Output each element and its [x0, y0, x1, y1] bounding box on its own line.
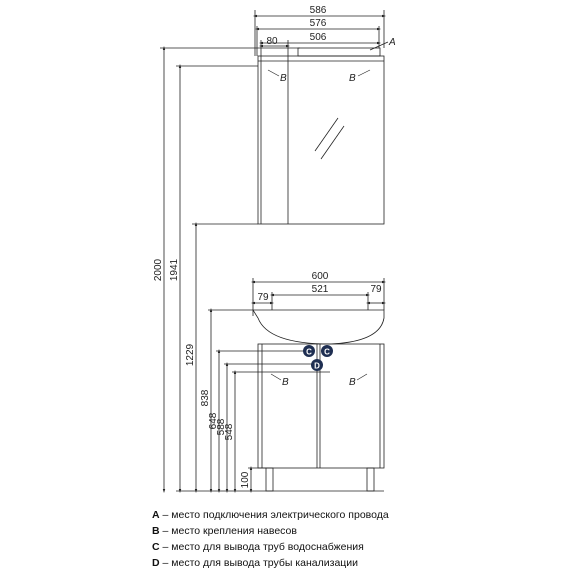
marker-b-vanity-left: B: [282, 377, 289, 388]
mirror-reflection: [314, 117, 345, 160]
vanity-leg-left: [265, 467, 274, 492]
dim-height-mirror-bottom: 1229: [185, 343, 196, 366]
legend: A – место подключения электрического про…: [152, 507, 552, 571]
dim-height-total: 2000: [153, 258, 164, 281]
dim-height-c-lower: 548: [224, 423, 235, 440]
dim-mirror-total: 586: [310, 5, 327, 16]
dim-height-legs: 100: [240, 471, 251, 488]
marker-d: D: [311, 359, 323, 371]
marker-c-left: C: [303, 345, 315, 357]
vanity-leg-right: [366, 467, 375, 492]
legend-row-d: D – место для вывода трубы канализации: [152, 557, 359, 569]
marker-c-right: C: [321, 345, 333, 357]
mirror-lamp: [297, 47, 381, 57]
marker-a-leader: [369, 41, 389, 51]
dim-height-d: 588: [216, 418, 227, 435]
dim-height-vanity-top: 838: [200, 389, 211, 406]
legend-row-c: C – место для вывода труб водоснабжения: [152, 541, 364, 553]
marker-b-vanity-right: B: [349, 377, 356, 388]
legend-row-b: B – место крепления навесов: [152, 525, 297, 537]
marker-b-mirror-right: B: [349, 73, 356, 84]
dim-vanity-right: 79: [370, 284, 382, 295]
height-dims: [160, 46, 330, 493]
mirror-cabinet-body: [257, 55, 385, 225]
dim-mirror-shelf: 80: [266, 36, 278, 47]
legend-row-a: A – место подключения электрического про…: [152, 509, 389, 521]
svg-text:C: C: [324, 348, 330, 357]
vanity-cabinet-body: [257, 343, 385, 469]
marker-a-label: A: [388, 37, 396, 48]
marker-b-mirror-left: B: [280, 73, 287, 84]
dim-height-mirror-top: 1941: [169, 258, 180, 281]
dim-mirror-cabinet: 506: [310, 32, 327, 43]
svg-text:C: C: [306, 348, 312, 357]
dim-vanity-total: 600: [312, 271, 329, 282]
dim-height-c: 648: [208, 412, 219, 429]
vanity-basin: [252, 309, 385, 345]
dim-mirror-inner: 576: [310, 18, 327, 29]
dim-vanity-inner: 521: [312, 284, 329, 295]
vanity-width-dims: [251, 278, 386, 310]
technical-drawing: 586 576 506 80 600 521 79 79 2000 1941 1…: [153, 5, 396, 493]
dim-vanity-left: 79: [257, 292, 269, 303]
svg-text:D: D: [314, 362, 320, 371]
